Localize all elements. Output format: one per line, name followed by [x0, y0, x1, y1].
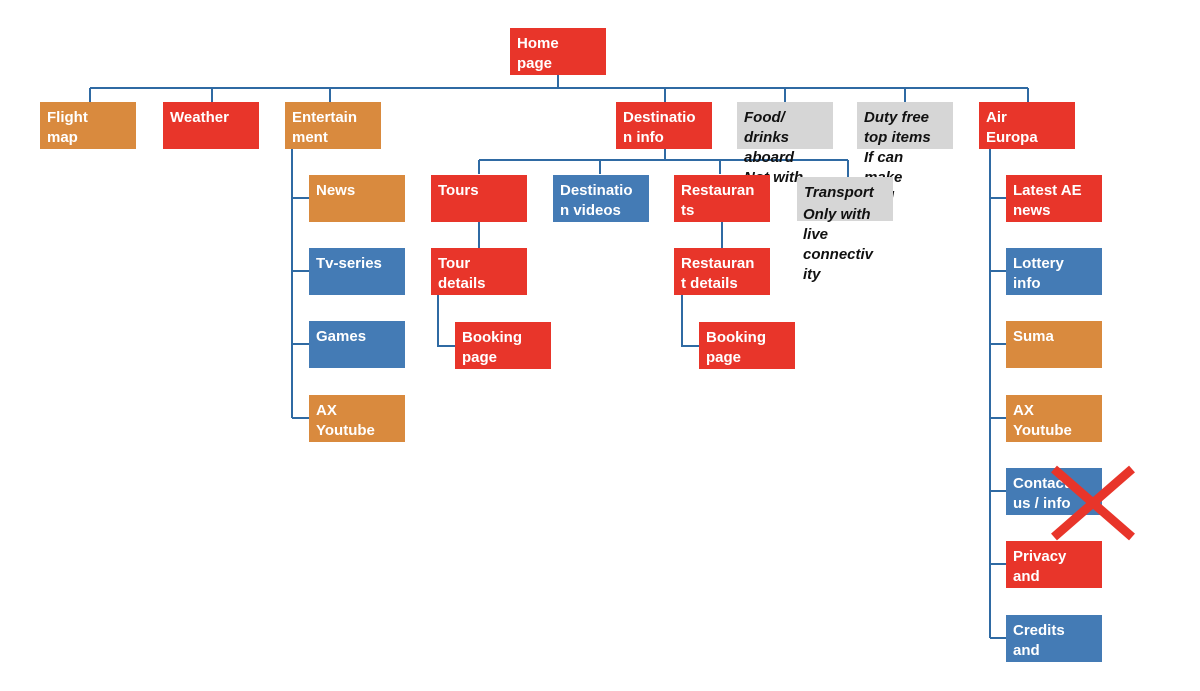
- node-flight-map: Flight map: [40, 102, 136, 149]
- node-duty-free: Duty free top items If can make deal: [857, 102, 953, 206]
- node-destination-videos: Destinatio n videos: [553, 175, 649, 222]
- node-entertainment: Entertain ment: [285, 102, 381, 149]
- node-home-page: Home page: [510, 28, 606, 75]
- node-suma: Suma: [1006, 321, 1102, 368]
- node-transport: Transport: [797, 177, 893, 221]
- node-news: News: [309, 175, 405, 222]
- node-booking-page-restaurants: Booking page: [699, 322, 795, 369]
- node-food-drinks: Food/ drinks aboard Not with UX: [737, 102, 833, 206]
- cross-mark-icon: [1051, 465, 1135, 541]
- node-privacy: Privacy and: [1006, 541, 1102, 588]
- node-lottery-info: Lottery info: [1006, 248, 1102, 295]
- node-restaurants: Restauran ts: [674, 175, 770, 222]
- node-credits: Credits and: [1006, 615, 1102, 662]
- node-air-europa: Air Europa: [979, 102, 1075, 149]
- node-tour-details: Tour details: [431, 248, 527, 295]
- node-booking-page-tours: Booking page: [455, 322, 551, 369]
- node-weather: Weather: [163, 102, 259, 149]
- node-tours: Tours: [431, 175, 527, 222]
- node-tv-series: Tv-series: [309, 248, 405, 295]
- node-latest-ae-news: Latest AE news: [1006, 175, 1102, 222]
- node-games: Games: [309, 321, 405, 368]
- node-destination-info: Destinatio n info: [616, 102, 712, 149]
- node-restaurant-details: Restauran t details: [674, 248, 770, 295]
- transport-note: Only with live connectiv ity: [803, 206, 874, 283]
- node-ax-youtube-air-europa: AX Youtube: [1006, 395, 1102, 442]
- node-ax-youtube-entertainment: AX Youtube: [309, 395, 405, 442]
